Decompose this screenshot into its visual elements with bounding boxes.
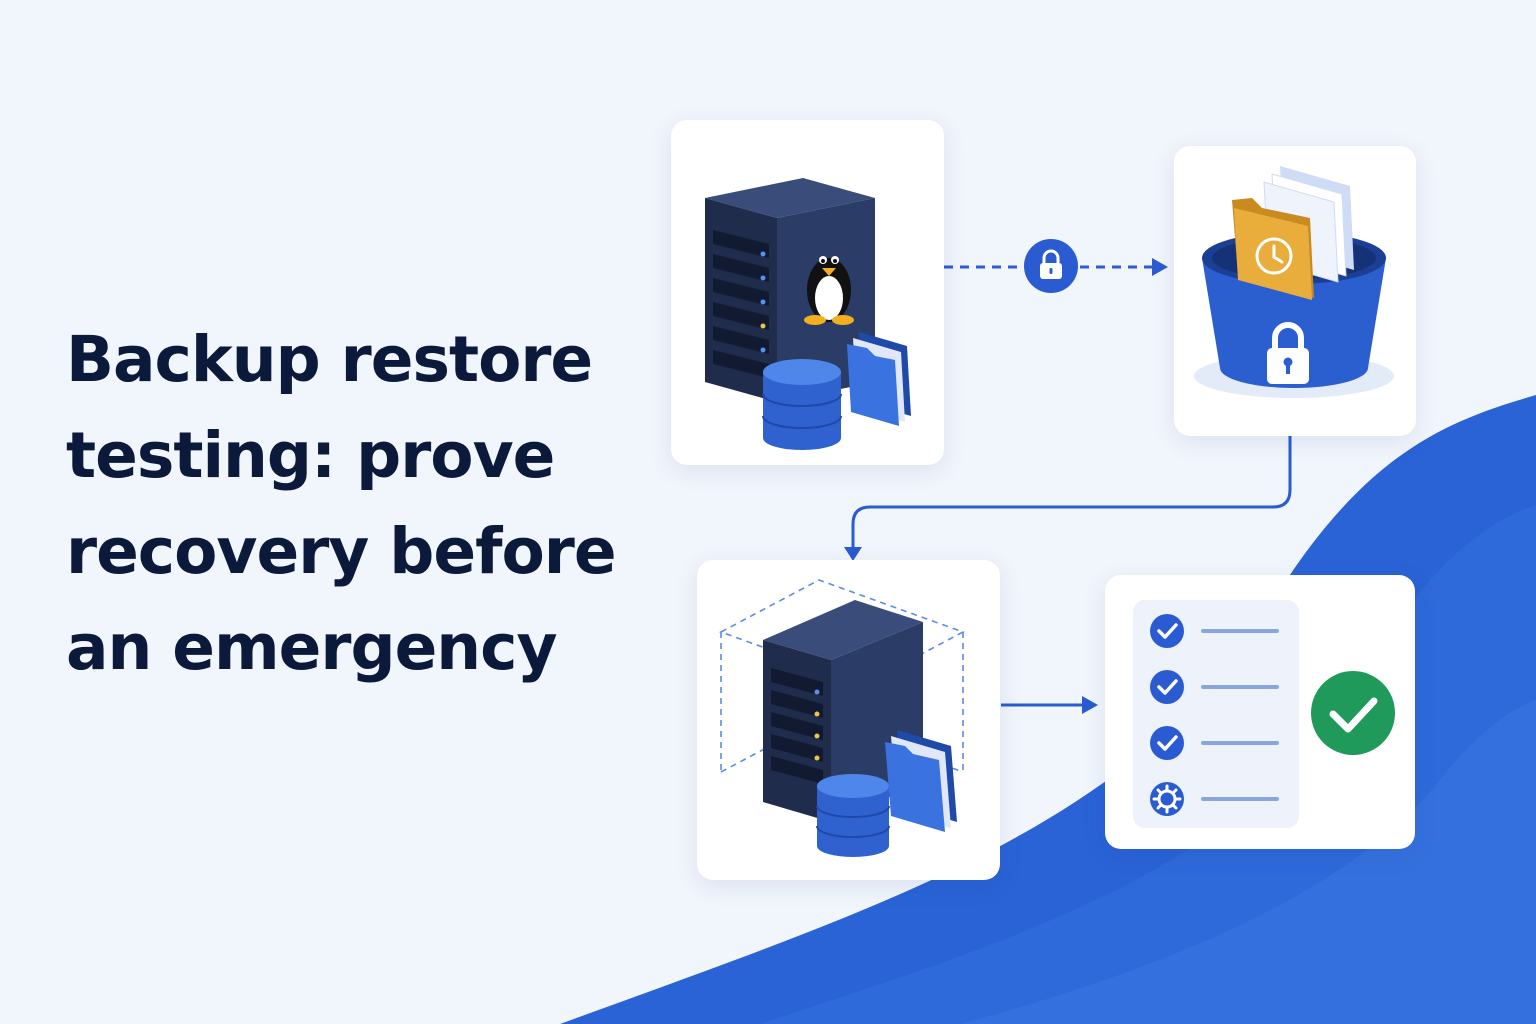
backup-storage-card: [1174, 146, 1416, 436]
database-icon: [762, 359, 842, 450]
source-server-card: [671, 120, 944, 465]
success-check-icon: [1311, 671, 1395, 755]
title-line-4: an emergency: [66, 611, 558, 684]
checkmark-circle-icon: [1150, 670, 1184, 704]
checklist-item-4: [1150, 782, 1279, 816]
server-icon: [705, 178, 875, 402]
checklist-panel: [1133, 600, 1299, 828]
checklist-item-1: [1150, 614, 1279, 648]
verification-card: [1105, 575, 1415, 849]
title-line-2: testing: prove: [66, 419, 555, 492]
checkmark-circle-icon: [1150, 726, 1184, 760]
history-folder-icon: [1232, 198, 1314, 300]
linux-penguin-icon: [804, 256, 854, 325]
checklist-item-3: [1150, 726, 1279, 760]
checklist-item-2: [1150, 670, 1279, 704]
title-line-1: Backup restore: [66, 323, 593, 396]
gear-icon: [1150, 782, 1184, 816]
page-title: Backup restore testing: prove recovery b…: [66, 312, 666, 696]
title-line-3: recovery before: [66, 515, 617, 588]
checkmark-circle-icon: [1150, 614, 1184, 648]
lock-icon: [1267, 322, 1309, 384]
database-icon: [816, 774, 890, 857]
folder-icon: [885, 730, 957, 832]
restore-test-card: [697, 560, 1000, 880]
folder-icon: [847, 332, 911, 426]
